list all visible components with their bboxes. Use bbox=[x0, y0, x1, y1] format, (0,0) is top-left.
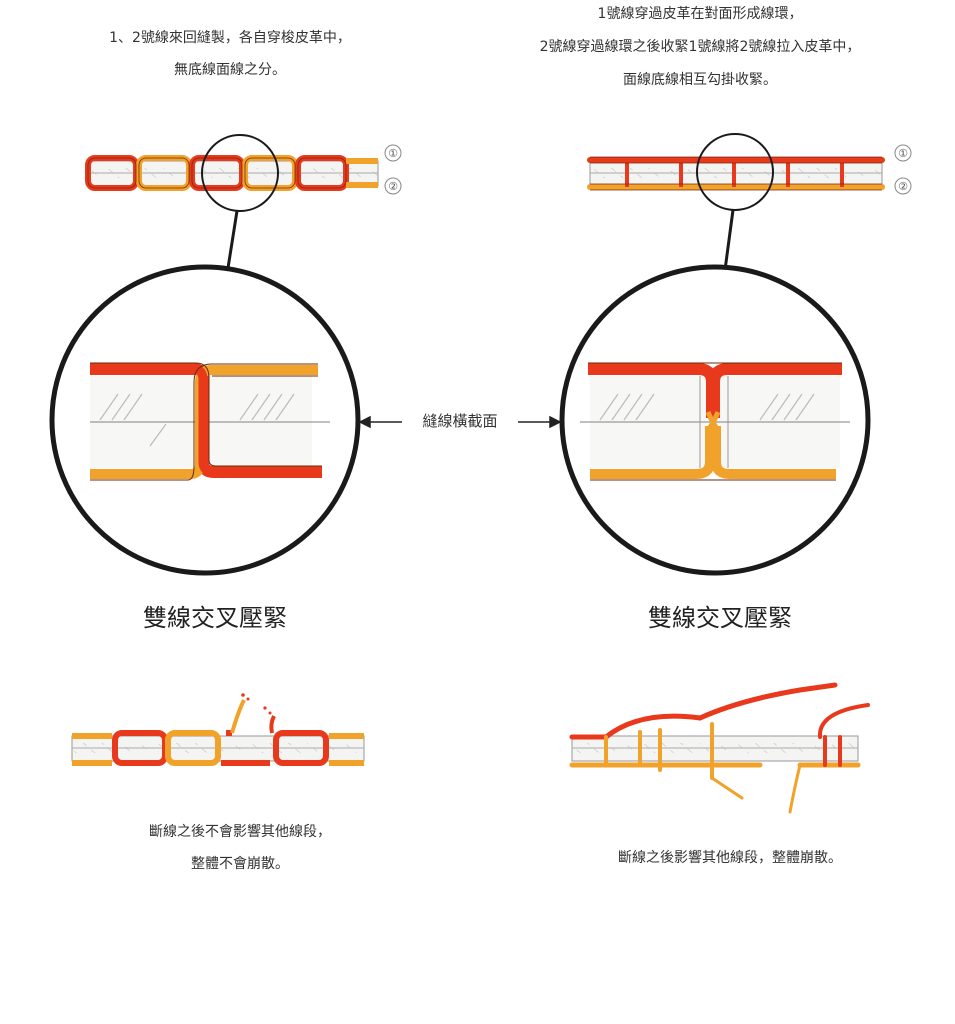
right-magnified-view bbox=[559, 264, 871, 576]
thread-2-label: ② bbox=[388, 180, 398, 193]
left-broken-strip bbox=[71, 693, 365, 766]
left-title: 雙線交叉壓緊 bbox=[143, 604, 287, 632]
thread-2-marker bbox=[894, 177, 912, 195]
caption-line: 斷線之後不會影響其他線段， bbox=[149, 824, 331, 840]
cross-section-label: 縫線橫截面 bbox=[405, 414, 515, 429]
thread-2-marker bbox=[384, 177, 402, 195]
right-top-caption: 1號線穿過皮革在對面形成線環， 2號線穿過線環之後收緊1號線將2號線拉入皮革中，… bbox=[470, 7, 930, 87]
right-broken-strip bbox=[569, 682, 870, 814]
thread-2-label: ② bbox=[898, 180, 908, 193]
right-title: 雙線交叉壓緊 bbox=[648, 604, 792, 632]
thread-1-label: ① bbox=[898, 147, 908, 160]
left-magnified-view bbox=[49, 264, 361, 576]
caption-line: 無底線面線之分。 bbox=[174, 62, 286, 78]
cross-section-arrows bbox=[358, 415, 562, 429]
left-top-caption: 1、2號線來回縫製，各自穿梭皮革中， 無底線面線之分。 bbox=[40, 31, 420, 77]
thread-1-marker bbox=[384, 144, 402, 162]
thread-1-label: ① bbox=[388, 147, 398, 160]
right-bottom-caption: 斷線之後影響其他線段，整體崩散。 bbox=[530, 851, 930, 865]
left-bottom-caption: 斷線之後不會影響其他線段， 整體不會崩散。 bbox=[60, 825, 420, 871]
caption-line: 1、2號線來回縫製，各自穿梭皮革中， bbox=[109, 30, 351, 46]
caption-line: 整體不會崩散。 bbox=[191, 856, 289, 872]
left-stitch-strip: ① ② bbox=[85, 134, 402, 269]
caption-line: 1號線穿過皮革在對面形成線環， bbox=[597, 6, 803, 22]
caption-line: 2號線穿過線環之後收緊1號線將2號線拉入皮革中， bbox=[539, 39, 861, 55]
caption-line: 面線底線相互勾掛收緊。 bbox=[623, 72, 777, 88]
caption-line: 斷線之後影響其他線段，整體崩散。 bbox=[618, 850, 842, 866]
right-stitch-strip: ① ② bbox=[587, 133, 912, 271]
thread-1-marker bbox=[894, 144, 912, 162]
